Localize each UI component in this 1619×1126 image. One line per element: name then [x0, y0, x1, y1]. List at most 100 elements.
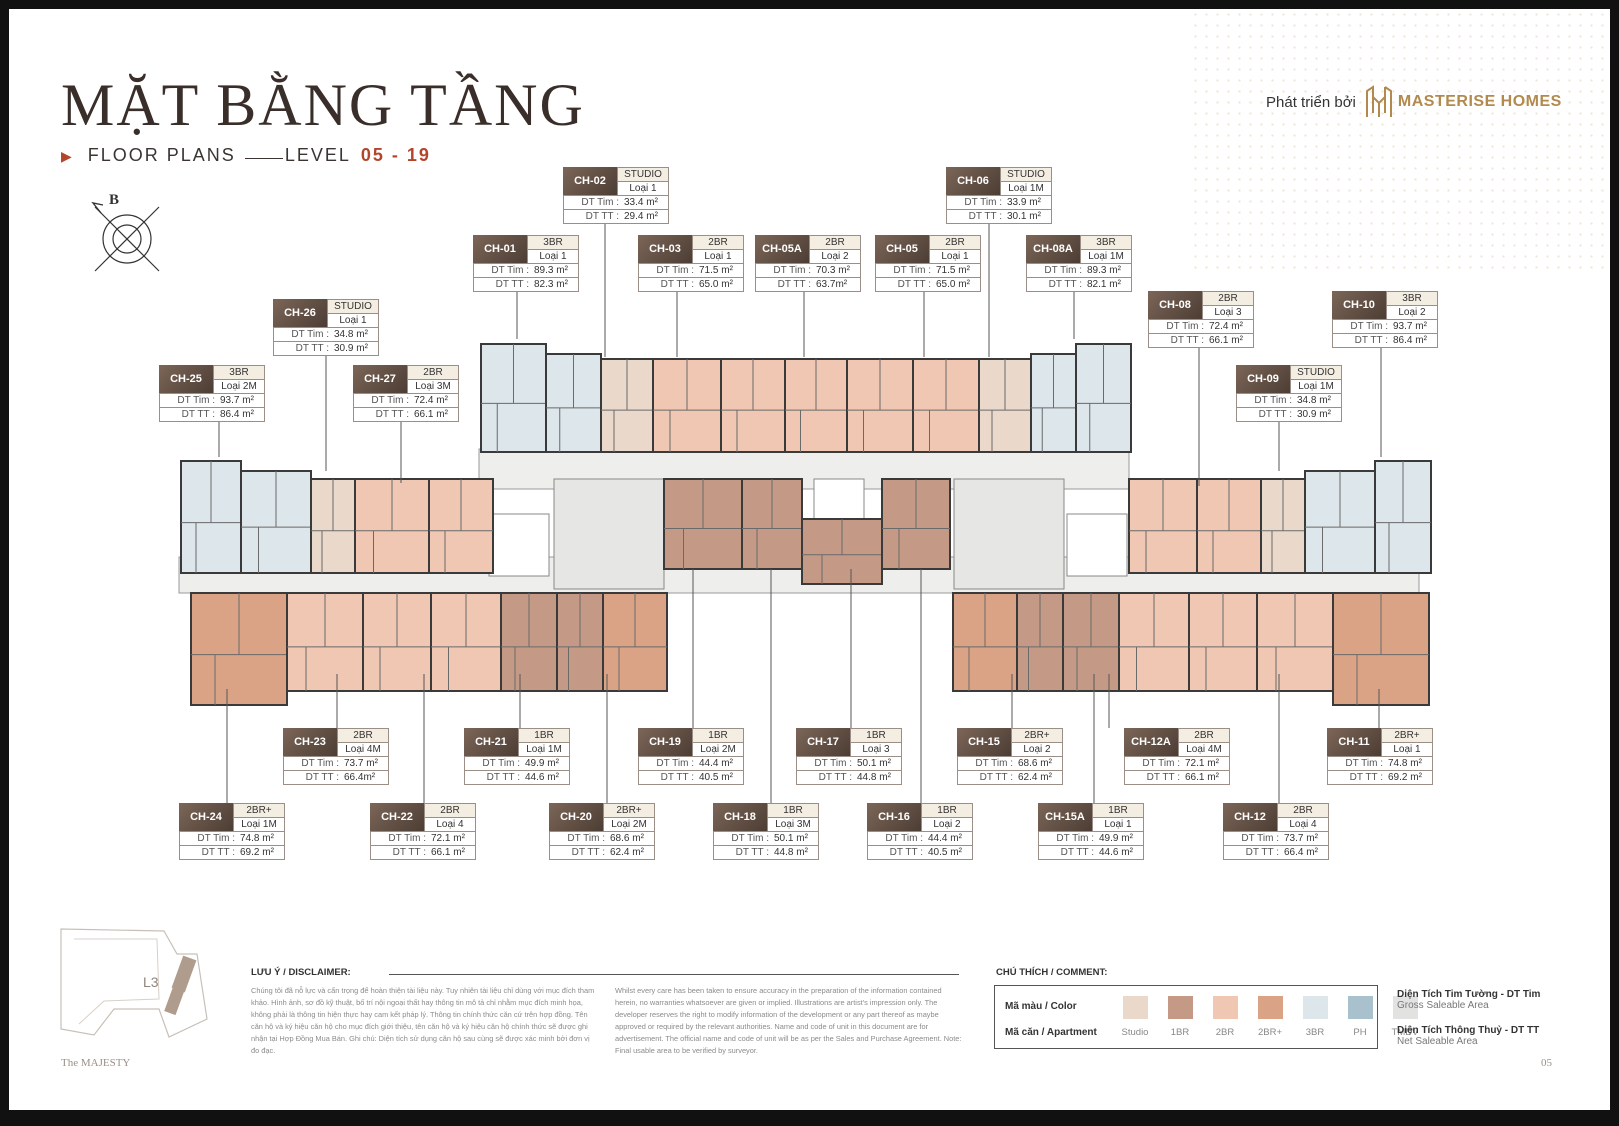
- unit-subtype: Loại 3M: [767, 817, 819, 832]
- net-area-value: 69.2 m²: [1388, 772, 1422, 783]
- room-divider: [287, 593, 363, 691]
- gross-area-value: 73.7 m²: [344, 758, 378, 769]
- room-divider: [181, 461, 241, 573]
- net-area-value: 66.1 m²: [1185, 772, 1219, 783]
- net-area-subtitle: Net Saleable Area: [1397, 1036, 1478, 1047]
- disclaimer-heading: LƯU Ý / DISCLAIMER:: [251, 967, 351, 978]
- unit-code: CH-23: [283, 728, 337, 756]
- unit-code: CH-24: [179, 803, 233, 831]
- room-divider: [429, 479, 493, 573]
- net-area-row: DT TT :63.7m²: [755, 277, 861, 292]
- net-area-key: DT TT :: [979, 772, 1013, 783]
- gross-area-value: 72.4 m²: [414, 395, 448, 406]
- gross-area-row: DT Tim :71.5 m²: [638, 263, 744, 277]
- unit-subtype: Loại 1: [1092, 817, 1144, 832]
- gross-area-row: DT Tim :50.1 m²: [713, 831, 819, 845]
- page-number: 05: [1541, 1057, 1552, 1069]
- unit-code: CH-11: [1327, 728, 1381, 756]
- developer-brand: Phát triển bởi MASTERISE HOMES: [1266, 85, 1562, 119]
- unit-code: CH-17: [796, 728, 850, 756]
- unit-subtype: Loại 1: [617, 181, 669, 196]
- room-divider: [1031, 354, 1076, 452]
- room-divider: [742, 479, 802, 569]
- net-area-row: DT TT :66.1 m²: [370, 845, 476, 860]
- net-area-row: DT TT : 44.8 m²: [796, 770, 902, 785]
- gross-area-row: DT Tim :72.4 m²: [353, 393, 459, 407]
- net-area-value: 62.4 m²: [1018, 772, 1052, 783]
- room-divider: [1375, 461, 1431, 573]
- net-area-key: DT TT :: [818, 772, 852, 783]
- unit-subtype: Loại 1: [692, 249, 744, 264]
- room-divider: [557, 593, 603, 691]
- unit-subtype: Loại 3: [850, 742, 902, 757]
- unit-code: CH-05A: [755, 235, 809, 263]
- net-area-row: DT TT :69.2 m²: [179, 845, 285, 860]
- net-area-value: 30.9 m²: [334, 343, 368, 354]
- legend-swatch-studio: [1123, 996, 1148, 1019]
- gross-area-key: DT Tim :: [656, 265, 694, 276]
- unit-type: 1BR: [518, 728, 570, 742]
- gross-area-row: DT Tim :72.4 m²: [1148, 319, 1254, 333]
- unit-type: 2BR+: [1381, 728, 1433, 742]
- net-area-row: DT TT :82.3 m²: [473, 277, 579, 292]
- gross-area-key: DT Tim :: [893, 265, 931, 276]
- room-divider: [601, 359, 653, 452]
- net-area-key: DT TT :: [735, 847, 769, 858]
- net-area-row: DT TT :66.1 m²: [353, 407, 459, 422]
- unit-subtype: Loại 2: [809, 249, 861, 264]
- room-divider: [1305, 471, 1375, 573]
- room-divider: [721, 359, 785, 452]
- net-area-key: DT TT :: [1258, 409, 1292, 420]
- gross-area-row: DT Tim :68.6 m²: [549, 831, 655, 845]
- net-area-row: DT TT :66.1 m²: [1148, 333, 1254, 348]
- gross-area-key: DT Tim :: [656, 758, 694, 769]
- net-area-value: 82.1 m²: [1087, 279, 1121, 290]
- net-area-key: DT TT :: [889, 847, 923, 858]
- gross-area-key: DT Tim :: [975, 758, 1013, 769]
- room-divider: [546, 354, 601, 452]
- disclaimer-english: Whilst every care has been taken to ensu…: [615, 986, 962, 1055]
- gross-area-value: 89.3 m²: [534, 265, 568, 276]
- level-range: 05 - 19: [360, 145, 431, 165]
- room-divider: [1017, 593, 1063, 691]
- gross-area-key: DT Tim :: [814, 758, 852, 769]
- net-area-key: DT TT :: [1245, 847, 1279, 858]
- legend-swatch-label: 3BR: [1305, 1027, 1325, 1038]
- unit-code: CH-09: [1236, 365, 1290, 393]
- brand-name: MASTERISE HOMES: [1397, 93, 1562, 110]
- net-area-row: DT TT :30.1 m²: [946, 209, 1052, 224]
- room-divider: [241, 471, 311, 573]
- unit-subtype: Loại 1: [527, 249, 579, 264]
- net-area-value: 69.2 m²: [240, 847, 274, 858]
- gross-area-row: DT Tim :73.7 m²: [283, 756, 389, 770]
- net-area-value: 62.4 m²: [610, 847, 644, 858]
- room-divider: [363, 593, 431, 691]
- net-area-value: 44.6 m²: [1099, 847, 1133, 858]
- net-area-key: DT TT :: [295, 343, 329, 354]
- inset-tower-label: L3: [143, 974, 159, 990]
- gross-area-row: DT Tim :72.1 m²: [370, 831, 476, 845]
- gross-area-title: Diện Tích Tim Tường - DT Tim: [1397, 989, 1541, 1000]
- gross-area-value: 50.1 m²: [857, 758, 891, 769]
- net-area-value: 40.5 m²: [928, 847, 962, 858]
- unit-code: CH-27: [353, 365, 407, 393]
- room-divider: [355, 479, 429, 573]
- legend-swatch-label: PH: [1353, 1027, 1367, 1038]
- net-area-key: DT TT :: [1349, 772, 1383, 783]
- subtitle-separator: [244, 158, 283, 159]
- developed-by-label: Phát triển bởi: [1266, 93, 1356, 111]
- unit-subtype: Loại 1M: [1080, 249, 1132, 264]
- room-divider: [847, 359, 913, 452]
- color-legend: Mã màu / Color Mã căn / Apartment Studio…: [994, 985, 1418, 1049]
- unit-type: 1BR: [767, 803, 819, 817]
- disclaimer-rule: [389, 974, 959, 975]
- room-divider: [785, 359, 847, 452]
- gross-area-value: 44.4 m²: [928, 833, 962, 844]
- net-area-value: 44.8 m²: [857, 772, 891, 783]
